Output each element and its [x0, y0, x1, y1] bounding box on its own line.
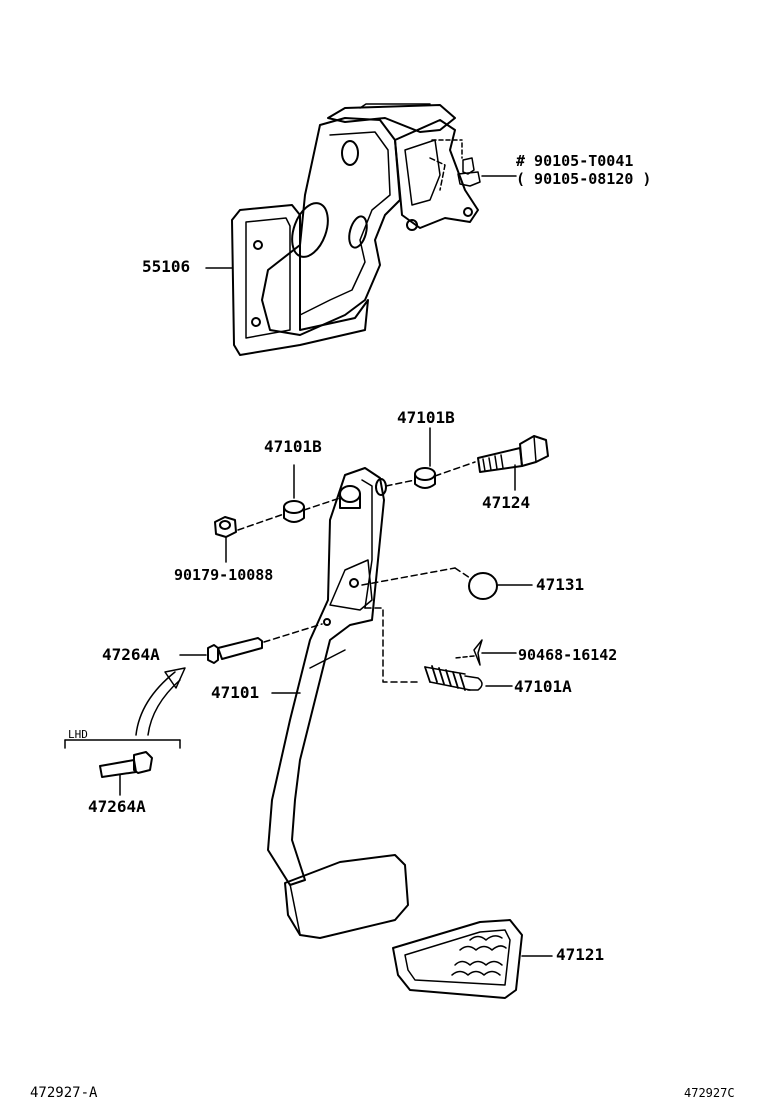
bushing-left-drawing: [237, 464, 341, 531]
pedal-pad-drawing: [392, 919, 553, 999]
cushion-drawing: [361, 567, 533, 600]
nut-drawing: [214, 516, 237, 563]
label-pedal-pad: 47121: [556, 945, 605, 964]
label-bolt-alt: ( 90105-08120 ): [516, 170, 652, 188]
clip-drawing: [454, 639, 517, 666]
spring-drawing: [364, 607, 513, 691]
label-bushing-left: 47101B: [264, 437, 322, 456]
label-cushion: 47131: [536, 575, 585, 594]
label-lhd: LHD: [68, 728, 88, 741]
label-bolt-main: # 90105-T0041: [516, 152, 634, 170]
label-pedal-arm: 47101: [211, 683, 260, 702]
label-nut: 90179-10088: [174, 566, 274, 584]
label-spring: 47101A: [514, 677, 572, 696]
label-bushing-right: 47101B: [397, 408, 455, 427]
label-clip: 90468-16142: [518, 646, 618, 664]
pin-lhd-drawing: [99, 751, 153, 796]
label-pin: 47264A: [102, 645, 160, 664]
label-pin-lhd: 47264A: [88, 797, 146, 816]
lhd-bracket-drawing: [64, 667, 186, 749]
footer-left-code: 472927-A: [30, 1085, 98, 1101]
pin-drawing: [179, 623, 323, 664]
label-pivot-bolt: 47124: [482, 493, 531, 512]
footer-right-code: 472927C: [684, 1086, 735, 1100]
pedal-bracket-drawing: [205, 103, 517, 356]
pivot-bolt-drawing: [477, 435, 549, 491]
pedal-arm-drawing: [267, 467, 409, 939]
label-bracket: 55106: [142, 257, 191, 276]
bushing-right-drawing: [385, 427, 476, 489]
